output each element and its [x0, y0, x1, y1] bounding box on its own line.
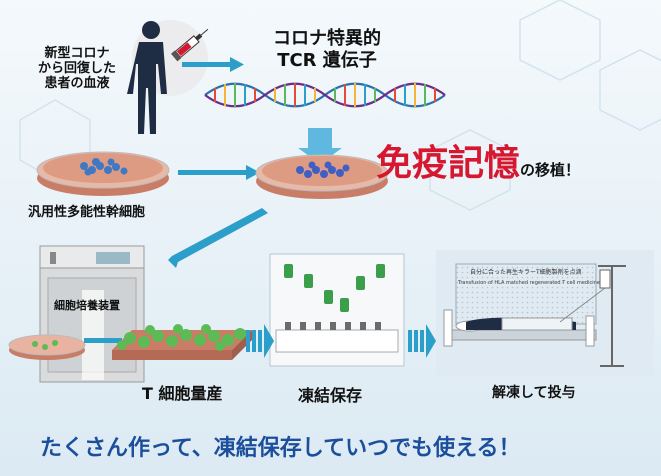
screen-subtitle-text: Transfusion of HLA matched regenerated T… — [458, 280, 600, 286]
incubator-machine — [39, 245, 145, 383]
gene-label-line-1: コロナ特異的 — [273, 28, 381, 49]
thaw-administer-label: 解凍して投与 — [492, 385, 576, 401]
process-arrows — [246, 324, 436, 358]
syringe-icon — [170, 28, 209, 62]
memory-transplant-label: 免疫記憶の移植！ — [376, 134, 580, 186]
screen-title-text: 自分に合った再生キラーT細胞製剤を点滴 — [470, 269, 582, 276]
arrow-dish-to-tray — [84, 338, 122, 343]
incubator-label: 細胞培養装置 — [54, 299, 120, 312]
patient-icon — [127, 21, 167, 134]
gene-label: コロナ特異的 TCR 遺伝子 — [262, 28, 392, 72]
gene-label-line-2: TCR 遺伝子 — [277, 50, 377, 71]
engineered-petri-dish — [255, 154, 389, 199]
background-hexagons — [19, 0, 661, 211]
ips-cell-label: 汎用性多能性幹細胞 — [28, 205, 146, 220]
freezer-box — [269, 253, 405, 367]
transplant-suffix-text: の移植！ — [520, 161, 581, 179]
patient-label: 新型コロナ から回復した 患者の血液 — [30, 46, 124, 91]
patient-label-line-2: から回復した — [37, 61, 116, 76]
patient-label-line-1: 新型コロナ — [44, 46, 110, 61]
bottom-slogan: たくさん作って、凍結保存していつでも使える！ — [40, 436, 521, 461]
ips-petri-dish — [36, 151, 170, 196]
t-cell-tray — [112, 324, 252, 360]
hospital-scene — [436, 250, 654, 376]
immune-memory-text: 免疫記憶 — [376, 142, 521, 184]
dna-helix — [204, 82, 446, 108]
t-cell-production-label: T 細胞量産 — [142, 384, 223, 403]
patient-label-line-3: 患者の血液 — [44, 76, 110, 91]
frozen-storage-label: 凍結保存 — [298, 386, 363, 405]
small-dish-left — [8, 334, 86, 360]
